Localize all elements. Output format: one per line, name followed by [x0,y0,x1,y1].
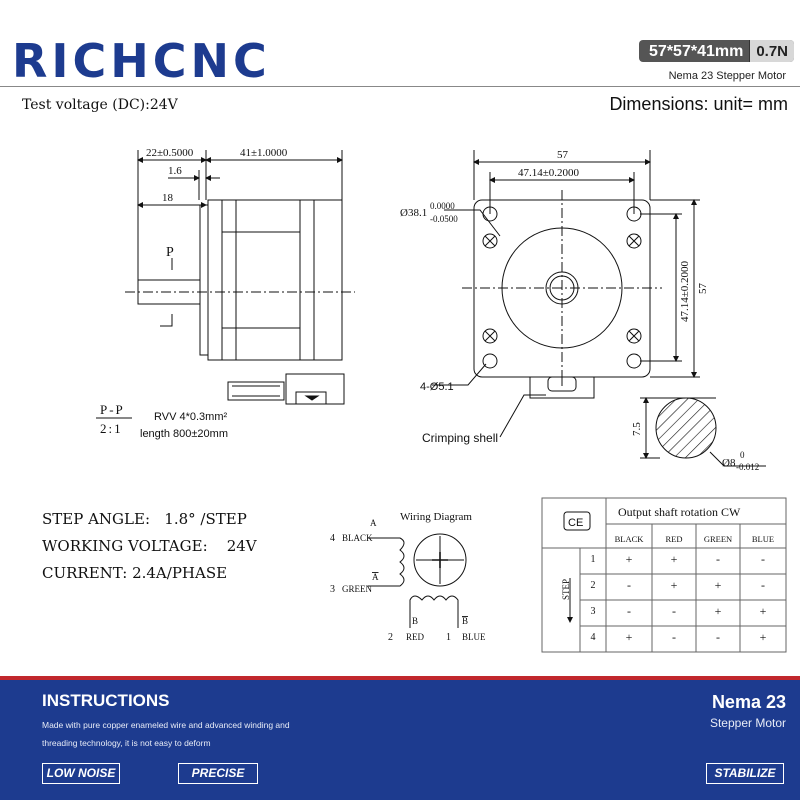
sequence-cell: - [761,578,765,592]
pin-3-color: GREEN [342,584,372,594]
shaft-labels: 7.5 Ø8 0 -0.012 [631,422,759,472]
spec-working-voltage: WORKING VOLTAGE: 24V [42,537,257,555]
phase-a-bar: A [372,572,379,582]
pin-2-num: 2 [388,632,393,643]
shaft-tol-upper: 0 [740,450,745,460]
footer-model-subtitle: Stepper Motor [709,716,786,730]
sequence-cell: - [672,630,676,644]
dim-47-right: 47.14±0.2000 [679,260,691,322]
boss-tol-upper: 0.0000 [430,201,455,211]
dim-1-6: 1.6 [168,165,182,177]
test-voltage: Test voltage (DC):24V [22,97,178,113]
wiring-labels: Wiring Diagram 4 BLACK A 3 GREEN A 2 RED… [330,511,486,643]
size-badge: 57*57*41mm 0.7N [639,40,794,62]
sequence-cell: + [626,552,633,566]
dim-18: 18 [162,192,174,204]
instructions-text: Made with pure copper enameled wire and … [42,720,290,748]
footer-banner: INSTRUCTIONS Made with pure copper ename… [0,676,800,800]
dim-41: 41±1.0000 [240,147,288,159]
step-number: 4 [591,632,596,643]
front-view-labels: 57 47.14±0.2000 57 47.14±0.2000 Ø38.1 0.… [400,149,709,445]
sequence-cell: + [626,630,633,644]
table-title: Output shaft rotation CW [618,505,741,519]
tag-precise: PRECISE [178,763,258,784]
header-subtitle: Nema 23 Stepper Motor [668,70,786,82]
step-number: 1 [591,554,596,565]
step-number: 3 [591,606,596,617]
pin-2-color: RED [406,632,425,642]
sequence-table-labels: CE Output shaft rotation CW BLACK RED GREE… [561,505,774,644]
pin-1-num: 1 [446,632,451,643]
phase-a: A [370,518,377,528]
motor-torque: 0.7N [749,40,794,62]
sequence-cell: - [627,578,631,592]
header-divider [0,86,800,87]
sequence-cell: - [716,552,720,566]
boss-diameter: Ø38.1 [400,207,427,219]
sequence-cell: - [716,630,720,644]
pin-1-color: BLUE [462,632,486,642]
side-view-labels: 22±0.5000 41±1.0000 1.6 18 P P-P 2:1 RVV… [100,147,288,440]
spec-current: CURRENT: 2.4A/PHASE [42,564,228,582]
shaft-flat: 7.5 [631,422,643,436]
footer-accent-bar [0,676,800,680]
dim-22: 22±0.5000 [146,147,194,159]
step-number: 2 [591,580,596,591]
shaft-section [640,397,766,467]
pp-label: P-P [100,402,125,417]
shaft-tol-lower: -0.012 [736,462,759,472]
brand-logo: RICHCNC [12,34,271,88]
sequence-cell: + [715,578,722,592]
sequence-cell: - [627,604,631,618]
sequence-cell: + [715,604,722,618]
pin-4-num: 4 [330,533,335,544]
tag-stabilize: STABILIZE [706,763,784,784]
dim-47-top: 47.14±0.2000 [518,167,580,179]
wiring-diagram [368,533,467,628]
section-mark-p: P [166,245,174,260]
sequence-cell: + [760,604,767,618]
front-view [432,150,700,438]
wiring-title: Wiring Diagram [400,511,472,523]
column-header: BLACK [615,534,645,544]
cable-spec: RVV 4*0.3mm² [154,411,227,423]
phase-b: B [412,616,418,626]
sequence-cell: - [761,552,765,566]
instructions-title: INSTRUCTIONS [42,691,170,710]
spec-step-angle: STEP ANGLE: 1.8° /STEP [42,510,247,528]
scale-ratio: 2:1 [100,421,123,436]
sequence-cell: + [760,630,767,644]
column-header: GREEN [704,534,732,544]
motor-size: 57*57*41mm [649,43,744,60]
shaft-diameter: Ø8 [722,457,736,469]
phase-b-bar: B [462,616,468,626]
boss-tol-lower: -0.0500 [430,214,458,224]
sequence-cell: - [672,604,676,618]
sequence-table [541,497,787,653]
crimping-shell-label: Crimping shell [422,431,498,445]
column-header: BLUE [752,534,774,544]
pin-3-num: 3 [330,584,335,595]
ce-mark: CE [568,517,583,529]
specifications: STEP ANGLE: 1.8° /STEP WORKING VOLTAGE: … [42,506,257,587]
technical-drawing: 22±0.5000 41±1.0000 1.6 18 P P-P 2:1 RVV… [96,147,787,653]
dim-57-top: 57 [557,149,569,161]
cable-length: length 800±20mm [140,428,228,440]
dimensions-unit: Dimensions: unit= mm [609,94,788,114]
dim-57-right: 57 [697,283,709,295]
mounting-holes: 4-Ø5.1 [420,381,454,393]
pin-4-color: BLACK [342,533,373,543]
side-view [96,150,355,419]
footer-model: Nema 23 [711,692,786,712]
sequence-cell: + [671,578,678,592]
step-label: STEP [561,579,571,600]
tag-low-noise: LOW NOISE [42,763,120,784]
sequence-cell: + [671,552,678,566]
column-header: RED [666,534,683,544]
